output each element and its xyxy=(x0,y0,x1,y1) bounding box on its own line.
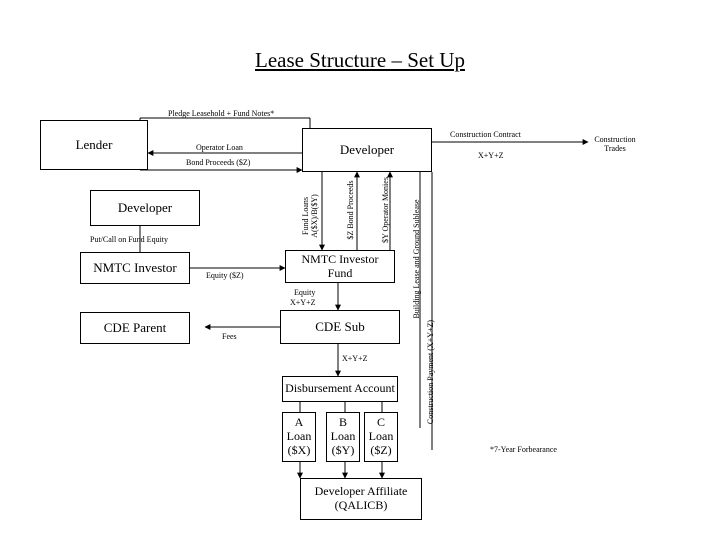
cde-parent-label: CDE Parent xyxy=(103,319,167,335)
bond-proceeds-z-label: $Z Bond Proceeds xyxy=(346,180,355,240)
loan-c-box: C Loan ($Z) xyxy=(364,412,398,462)
building-lease-label: Building Lease and Ground Sublease xyxy=(412,199,421,319)
cde-parent-box: CDE Parent xyxy=(80,312,190,344)
pledge-label: Pledge Leasehold + Fund Notes* xyxy=(168,109,275,118)
developer-left-label: Developer xyxy=(117,199,173,215)
lender-label: Lender xyxy=(75,136,113,152)
bond-proceeds-label: Bond Proceeds ($Z) xyxy=(186,158,251,167)
lender-box: Lender xyxy=(40,120,148,170)
loan-a-box: A Loan ($X) xyxy=(282,412,316,462)
construction-payment-label: Construction Payment (X+Y+Z) xyxy=(426,319,435,425)
disbursement-label: Disbursement Account xyxy=(285,381,395,396)
developer-top-box: Developer xyxy=(302,128,432,172)
xyz-mid-label: X+Y+Z xyxy=(342,354,368,363)
forbearance-label: *7-Year Forbearance xyxy=(490,445,557,454)
xyz-top-label: X+Y+Z xyxy=(478,151,504,160)
loan-b-box: B Loan ($Y) xyxy=(326,412,360,462)
construction-contract-label: Construction Contract xyxy=(450,130,521,139)
loan-a-label: A Loan ($X) xyxy=(286,415,312,457)
disbursement-box: Disbursement Account xyxy=(282,376,398,402)
loan-c-label: C Loan ($Z) xyxy=(368,415,394,457)
page-title: Lease Structure – Set Up xyxy=(255,48,465,72)
nmtc-investor-box: NMTC Investor xyxy=(80,252,190,284)
construction-trades-label: Construction Trades xyxy=(594,135,636,153)
operator-loan-label: Operator Loan xyxy=(196,143,243,152)
loan-b-label: B Loan ($Y) xyxy=(330,415,356,457)
affiliate-box: Developer Affiliate (QALICB) xyxy=(300,478,422,520)
nmtc-fund-label: NMTC Investor Fund xyxy=(301,251,379,280)
put-call-label: Put/Call on Fund Equity xyxy=(90,235,169,244)
affiliate-label: Developer Affiliate (QALICB) xyxy=(314,484,408,512)
cde-sub-label: CDE Sub xyxy=(315,318,365,334)
operator-monies-label: $Y Operator Monies xyxy=(381,177,390,243)
developer-top-label: Developer xyxy=(339,141,395,157)
nmtc-investor-label: NMTC Investor xyxy=(93,259,177,275)
equity-z-label: Equity ($Z) xyxy=(206,271,244,280)
nmtc-fund-box: NMTC Investor Fund xyxy=(285,250,395,283)
fund-loans-label: Fund Loans A($X)/B($Y) xyxy=(301,194,319,238)
equity-xyz-label-2: X+Y+Z xyxy=(290,298,316,307)
developer-left-box: Developer xyxy=(90,190,200,226)
equity-xyz-label-1: Equity xyxy=(294,288,316,297)
cde-sub-box: CDE Sub xyxy=(280,310,400,344)
fees-label: Fees xyxy=(222,332,237,341)
